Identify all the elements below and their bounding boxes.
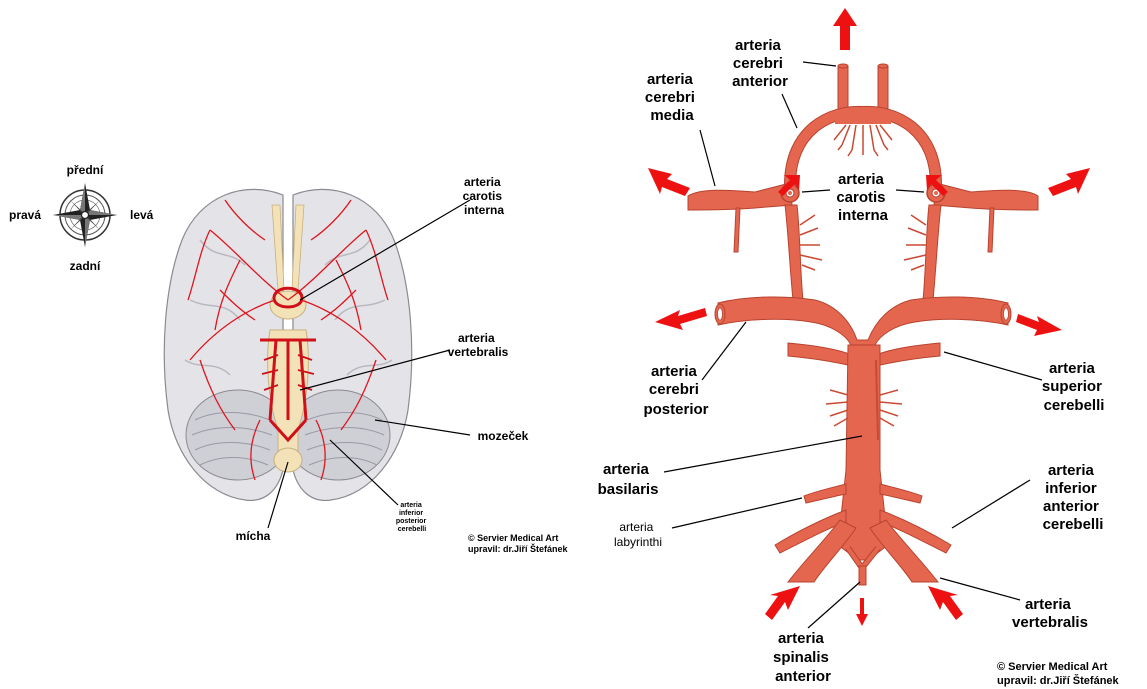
left-label-micha: mícha	[236, 529, 271, 543]
arrow-right-up-icon	[1048, 168, 1090, 196]
leader-line	[896, 190, 924, 192]
arrow-left-up-icon	[648, 168, 690, 196]
left-label-mozecek: mozeček	[478, 429, 529, 443]
compass-right-label: pravá	[9, 208, 41, 222]
leader-line	[803, 62, 836, 66]
leader-line	[782, 94, 797, 128]
right-credit: © Servier Medical Art upravil: dr.Jiří Š…	[997, 661, 1120, 687]
label-cerebri-posterior: arteria cerebri posterior	[643, 363, 708, 418]
compass-back-label: zadní	[70, 259, 101, 273]
leader-line	[672, 498, 802, 528]
label-vertebralis: arteria vertebralis	[1012, 596, 1088, 631]
arrow-down-icon	[856, 598, 868, 626]
left-label-carotis: arteria carotis interna	[463, 175, 506, 217]
label-superior-cerebelli: arteria superior cerebelli	[1042, 360, 1106, 414]
arrow-left-icon	[655, 308, 707, 330]
leader-line	[808, 582, 860, 628]
label-carotis-interna: arteria carotis interna	[836, 171, 889, 224]
compass-front-label: přední	[67, 163, 104, 177]
left-label-vertebralis: arteria vertebralis	[448, 331, 509, 359]
left-label-aica: arteria inferior posterior cerebelli	[396, 502, 428, 533]
label-cerebri-anterior: arteria cerebri anterior	[732, 37, 788, 90]
label-cerebri-media: arteria cerebri media	[645, 71, 699, 124]
leader-line	[940, 578, 1020, 600]
left-credit: © Servier Medical Art upravil: dr.Jiří Š…	[468, 533, 569, 554]
arrow-vertebral-left-icon	[765, 586, 800, 620]
arrow-right-icon	[1016, 314, 1062, 336]
leader-line	[944, 352, 1042, 380]
leader-line	[702, 322, 746, 380]
leader-line	[664, 436, 862, 472]
arrow-vertebral-right-icon	[928, 586, 963, 620]
leader-line	[802, 190, 830, 192]
label-spinalis-anterior: arteria spinalis anterior	[773, 630, 833, 685]
label-labyrinthi: arteria labyrinthi	[614, 520, 662, 549]
leader-line	[700, 130, 715, 186]
label-inferior-anterior-cerebelli: arteria inferior anterior cerebelli	[1043, 462, 1104, 533]
compass-left-label: levá	[130, 208, 154, 222]
leader-line	[952, 480, 1030, 528]
label-basilaris: arteria basilaris	[598, 461, 659, 498]
brain-illustration	[164, 189, 411, 500]
compass-rose-icon	[53, 183, 117, 247]
arrow-up-icon	[833, 8, 857, 50]
